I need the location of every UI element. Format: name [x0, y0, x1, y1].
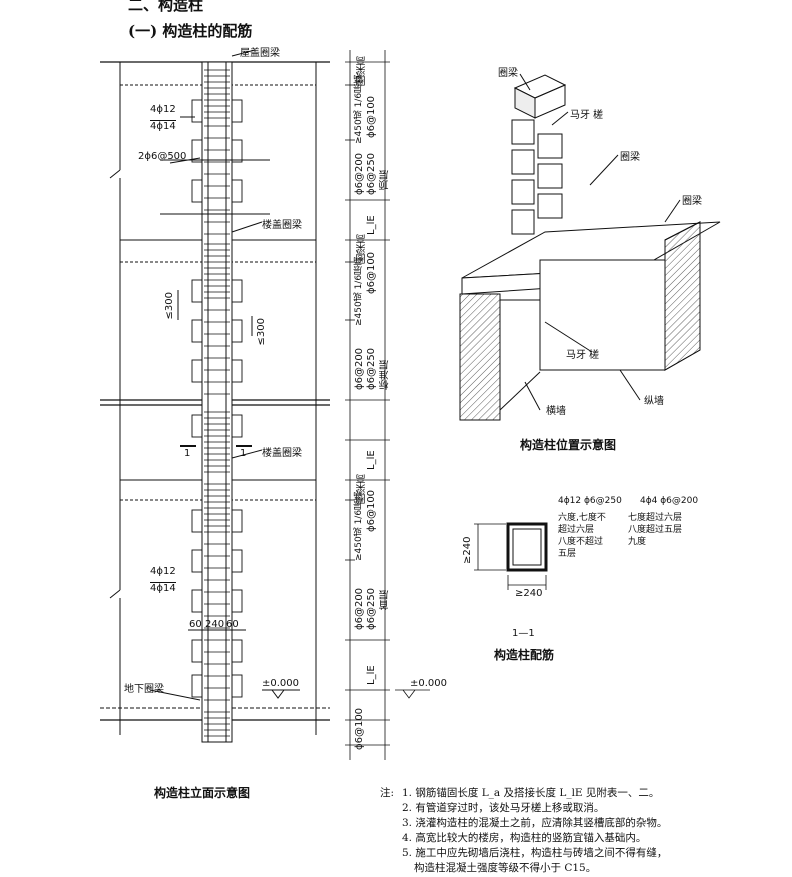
rebar-bottom-label-a: 4ϕ12 [150, 566, 176, 577]
section-dim-side: ≥240 [462, 536, 473, 564]
note-1: 1. 钢筋锚固长度 L_a 及搭接长度 L_lE 见附表一、二。 [402, 787, 660, 799]
floor-beam-label-1: 楼盖圈梁 [262, 220, 302, 231]
section-dim-bottom: ≥240 [515, 588, 543, 599]
note-2: 2. 有管道穿过时，该处马牙槎上移或取消。 [402, 802, 605, 814]
rebar-top-label-a: 4ϕ12 [150, 104, 176, 115]
dim-min-length: ≥450或 1/6层高 [354, 74, 364, 144]
section-mark-right: 1 [240, 448, 247, 459]
dim-top-floor: 顶层 [380, 170, 391, 190]
level-mark-right-label: ±0.000 [410, 678, 448, 689]
dim-stirrup-250-2: ϕ6@250 [366, 347, 377, 390]
section-heading: 二、构造柱 [128, 0, 204, 14]
dim-60-right: 60 [226, 619, 239, 630]
dim-240: 240 [205, 619, 225, 630]
section-col-a-desc-1: 六度,七度不 [558, 513, 606, 523]
iso-cross-wall-label: 横墙 [546, 406, 566, 417]
dim-stirrup-dense-3: ϕ6@100 [366, 489, 377, 532]
section-col-b-rebar: 4ϕ4 ϕ6@200 [640, 496, 699, 506]
dim-stirrup-250-3: ϕ6@250 [366, 587, 377, 630]
section-col-a-rebar: 4ϕ12 ϕ6@250 [558, 496, 622, 506]
note-3: 3. 浇灌构造柱的混凝土之前，应清除其竖槽底部的杂物。 [402, 817, 668, 829]
note-5: 5. 施工中应先砌墙后浇柱，构造柱与砖墙之间不得有缝， [402, 847, 668, 859]
dim-stirrup-dense: ϕ6@100 [366, 95, 377, 138]
le300-label-b: ≤300 [256, 318, 267, 346]
iso-toothed-top-label: 马牙 槎 [570, 110, 604, 121]
rebar-bottom-label-b: 4ϕ14 [150, 582, 176, 594]
note-5-continued: 构造柱混凝土强度等级不得小于 C15。 [414, 862, 597, 874]
iso-caption: 构造柱位置示意图 [520, 438, 617, 452]
notes-prefix: 注: [380, 787, 395, 799]
dim-min-length-3: ≥450或 1/6层高 [354, 491, 364, 561]
dim-min-length-2: ≥450或 1/6层高 [354, 256, 364, 326]
isometric-drawing [459, 73, 721, 421]
section-col-a-desc-2: 超过六层 [558, 525, 595, 535]
ground-beam-label: 地下圈梁 [124, 684, 164, 695]
section-col-a-desc-3: 八度不超过 [558, 537, 604, 547]
dim-stirrup-200-2: ϕ6@200 [354, 347, 365, 390]
section-cut-label: 1—1 [512, 628, 535, 639]
iso-beam-top-label: 圈梁 [498, 68, 518, 79]
roof-beam-label: 屋盖圈梁 [240, 48, 280, 59]
le300-label-a: ≤300 [164, 292, 175, 320]
section-col-b-desc-3: 九度 [628, 537, 647, 547]
dim-stirrup-250: ϕ6@250 [366, 152, 377, 195]
dim-lap-bottom: L_lE [366, 665, 377, 685]
note-4: 4. 高宽比较大的楼房，构造柱的竖筋宜锚入基础内。 [402, 832, 647, 844]
dim-standard-floor: 标准层 [380, 360, 391, 390]
rebar-top-label-b: 4ϕ14 [150, 120, 176, 132]
iso-long-wall-label: 纵墙 [644, 396, 664, 407]
section-col-a-desc-4: 五层 [558, 549, 577, 559]
section-col-b-desc-2: 八度超过五层 [628, 525, 683, 535]
dimension-chain [345, 50, 430, 760]
section-mark-left: 1 [184, 448, 191, 459]
iso-beam-right-label: 圈梁 [682, 196, 702, 207]
dim-lap-top: L_lE [366, 215, 377, 235]
floor-beam-label-2: 楼盖圈梁 [262, 448, 302, 459]
subsection-heading: (一) 构造柱的配筋 [128, 22, 253, 40]
dim-stirrup-200-3: ϕ6@200 [354, 587, 365, 630]
elevation-caption: 构造柱立面示意图 [154, 786, 251, 800]
level-mark-label: ±0.000 [262, 678, 300, 689]
dim-stirrup-200: ϕ6@200 [354, 152, 365, 195]
dim-lap-mid: L_lE [366, 450, 377, 470]
dim-first-floor: 首层 [380, 590, 391, 610]
section-caption: 构造柱配筋 [494, 648, 555, 662]
dim-stirrup-base: ϕ6@100 [354, 707, 365, 750]
dim-stirrup-dense-2: ϕ6@100 [366, 251, 377, 294]
section-col-b-desc-1: 七度超过六层 [628, 513, 683, 523]
section-drawing [474, 522, 548, 590]
elevation-drawing [100, 49, 330, 743]
iso-beam-mid-label: 圈梁 [620, 152, 640, 163]
iso-toothed-bottom-label: 马牙 槎 [566, 350, 600, 361]
dim-60-left: 60 [189, 619, 202, 630]
tie-bar-label: 2ϕ6@500 [138, 151, 187, 162]
